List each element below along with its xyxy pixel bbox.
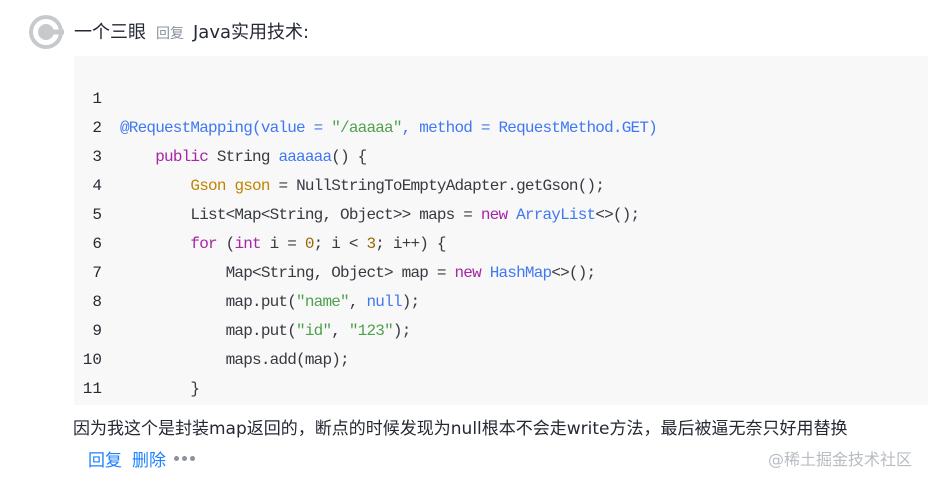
juejin-c-logo-icon xyxy=(29,15,64,49)
code-line: 12 } xyxy=(74,375,109,404)
line-number: 5 xyxy=(92,206,102,224)
line-number: 8 xyxy=(92,293,102,311)
line-number: 6 xyxy=(92,235,102,253)
line-number: 7 xyxy=(92,264,102,282)
code-line: 4 List<Map<String, Object>> maps = new A… xyxy=(74,143,640,224)
code-line: 6 Map<String, Object> map = new HashMap<… xyxy=(74,201,596,282)
reply-target-user[interactable]: Java实用技术: xyxy=(193,22,310,43)
reply-button[interactable]: 回复 xyxy=(88,450,122,471)
avatar[interactable] xyxy=(28,14,64,50)
code-line: 9 maps.add(map); xyxy=(74,288,349,369)
line-number: 12 xyxy=(74,404,102,405)
code-line: 2 public String aaaaaa() { xyxy=(74,85,367,166)
watermark: @稀土掘金技术社区 xyxy=(767,450,912,469)
code-line: 7 map.put("name", null); xyxy=(74,230,420,311)
line-number: 2 xyxy=(92,119,102,137)
comment-header: 一个三眼 回复 Java实用技术: xyxy=(74,18,309,44)
reply-label: 回复 xyxy=(156,26,184,42)
code-line: 3 Gson gson = NullStringToEmptyAdapter.g… xyxy=(74,114,605,195)
line-number: 9 xyxy=(92,322,102,340)
line-number: 11 xyxy=(82,380,102,398)
more-dots-icon[interactable] xyxy=(174,455,195,461)
username[interactable]: 一个三眼 xyxy=(74,22,146,43)
comment-actions: 回复 删除 xyxy=(88,444,195,472)
code-line: 10 } xyxy=(74,317,200,398)
comment-body: 因为我这个是封装map返回的，断点的时候发现为null根本不会走write方法，… xyxy=(73,419,848,439)
line-number: 4 xyxy=(92,177,102,195)
line-number: 3 xyxy=(92,148,102,166)
code-line: 11 return gson.toJson(new ResultData(Res… xyxy=(74,346,109,398)
line-number: 10 xyxy=(82,351,102,369)
code-block: 1 @RequestMapping(value = "/aaaaa", meth… xyxy=(74,56,928,405)
delete-button[interactable]: 删除 xyxy=(132,450,166,471)
code-line: 1 @RequestMapping(value = "/aaaaa", meth… xyxy=(74,56,657,137)
code-line: 8 map.put("id", "123"); xyxy=(74,259,411,340)
line-number: 1 xyxy=(92,90,102,108)
code-line: 5 for (int i = 0; i < 3; i++) { xyxy=(74,172,446,253)
